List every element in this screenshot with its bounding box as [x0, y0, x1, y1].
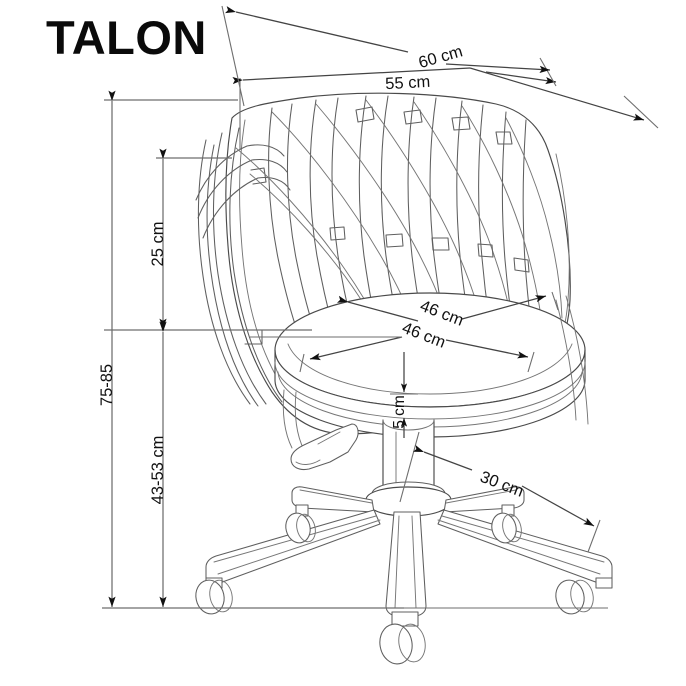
dimension-backrest-height: 25 cm: [149, 148, 232, 330]
dimension-depth-60: 60 cm: [221, 5, 659, 129]
dimension-seat-height: 43-53 cm: [149, 321, 167, 608]
chair-illustration-group: [195, 92, 613, 665]
dimension-total-height-label: 75-85: [98, 364, 116, 406]
caster-rear-right: [491, 504, 522, 544]
dimension-seat-thickness: 5 cm: [390, 352, 418, 438]
dimension-backrest-height-label: 25 cm: [149, 222, 167, 267]
caster-front-centre: [379, 611, 426, 665]
brand-logo-text: TALON: [46, 11, 207, 64]
dimension-seat-thickness-label: 5 cm: [391, 395, 408, 429]
seat-cushion: [274, 292, 586, 438]
five-star-base: [205, 486, 613, 617]
dimension-width-55: 55 cm: [232, 67, 557, 150]
dimension-seat-height-label: 43-53 cm: [149, 436, 167, 505]
caster-front-right: [555, 577, 613, 615]
dimension-width-55-label: 55 cm: [385, 73, 431, 93]
caster-wheels: [195, 504, 613, 665]
dimension-total-height: 75-85: [98, 90, 116, 608]
height-adjust-lever: [290, 423, 359, 470]
top-extension-lines: [104, 99, 312, 331]
dimension-depth-60-label: 60 cm: [417, 42, 465, 72]
caster-front-left: [195, 577, 233, 615]
caster-rear-left: [285, 504, 316, 544]
